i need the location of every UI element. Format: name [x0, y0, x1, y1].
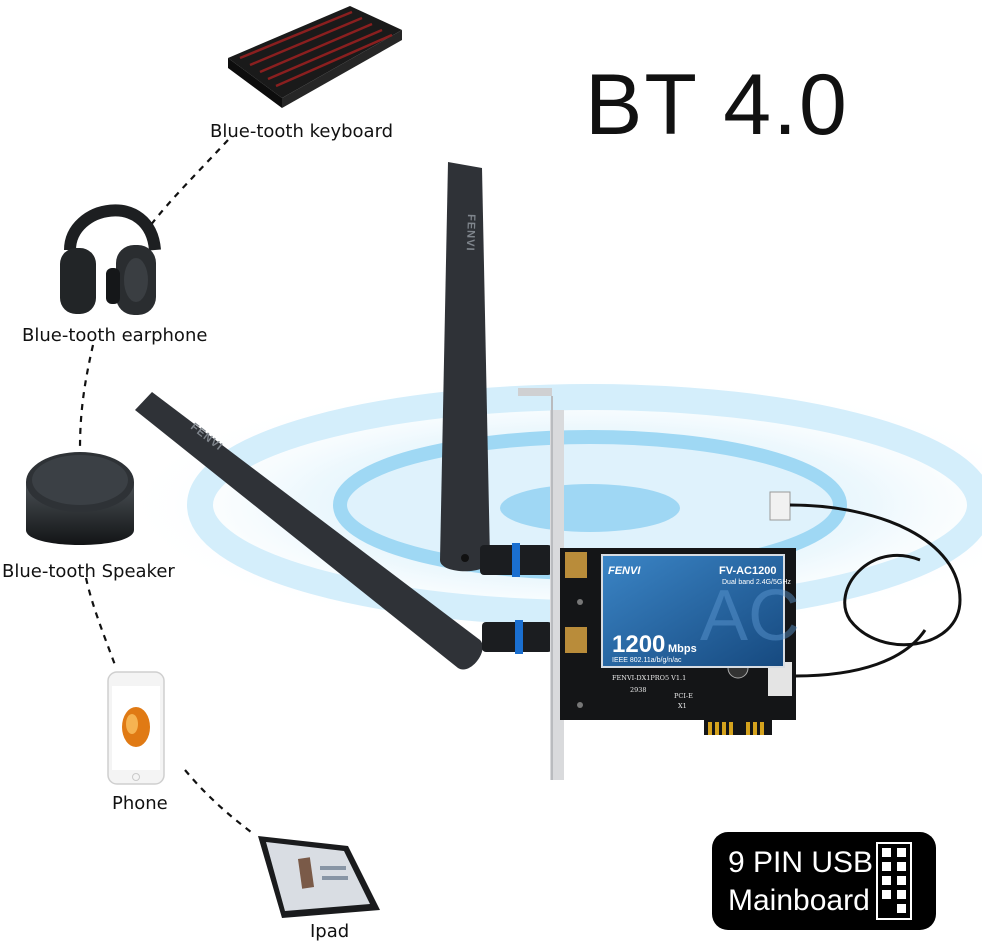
ipad-label: Ipad: [310, 921, 350, 942]
usb-pin-grid: [876, 842, 912, 920]
earphone-label: Blue-tooth earphone: [22, 325, 208, 346]
chip-code: 2938: [630, 686, 647, 694]
keyboard-label: Blue-tooth keyboard: [210, 121, 394, 142]
slot-sub: X1: [678, 702, 687, 710]
usb-cable: [769, 491, 962, 678]
tablet-icon: [258, 836, 380, 918]
slot-label: PCI-E: [674, 692, 693, 700]
card-speed: 1200: [612, 631, 665, 658]
speaker-label: Blue-tooth Speaker: [2, 561, 175, 582]
headphones-icon: [60, 204, 161, 315]
card-speed-unit: Mbps: [668, 643, 697, 655]
pcb-code: FENVI-DX1PRO5 V1.1: [612, 674, 686, 682]
card-band: Dual band 2.4G/5GHz: [722, 579, 791, 586]
card-standard: IEEE 802.11a/b/g/n/ac: [612, 657, 682, 664]
headline: BT 4.0: [585, 57, 849, 153]
antenna: FENVI FENVI: [135, 162, 552, 670]
phone-label: Phone: [112, 793, 168, 814]
usb-badge-line2: Mainboard: [728, 884, 870, 917]
card-brand: FENVI: [608, 565, 641, 577]
svg-text:AC: AC: [700, 576, 800, 656]
svg-text:FENVI: FENVI: [464, 214, 477, 252]
keyboard-icon: [228, 6, 402, 108]
card-model: FV-AC1200: [719, 565, 776, 577]
phone-icon: [107, 671, 165, 785]
usb-badge-line1: 9 PIN USB: [728, 846, 874, 879]
network-card: AC: [560, 548, 800, 735]
connection-path: [78, 139, 256, 836]
speaker-icon: [26, 452, 134, 545]
